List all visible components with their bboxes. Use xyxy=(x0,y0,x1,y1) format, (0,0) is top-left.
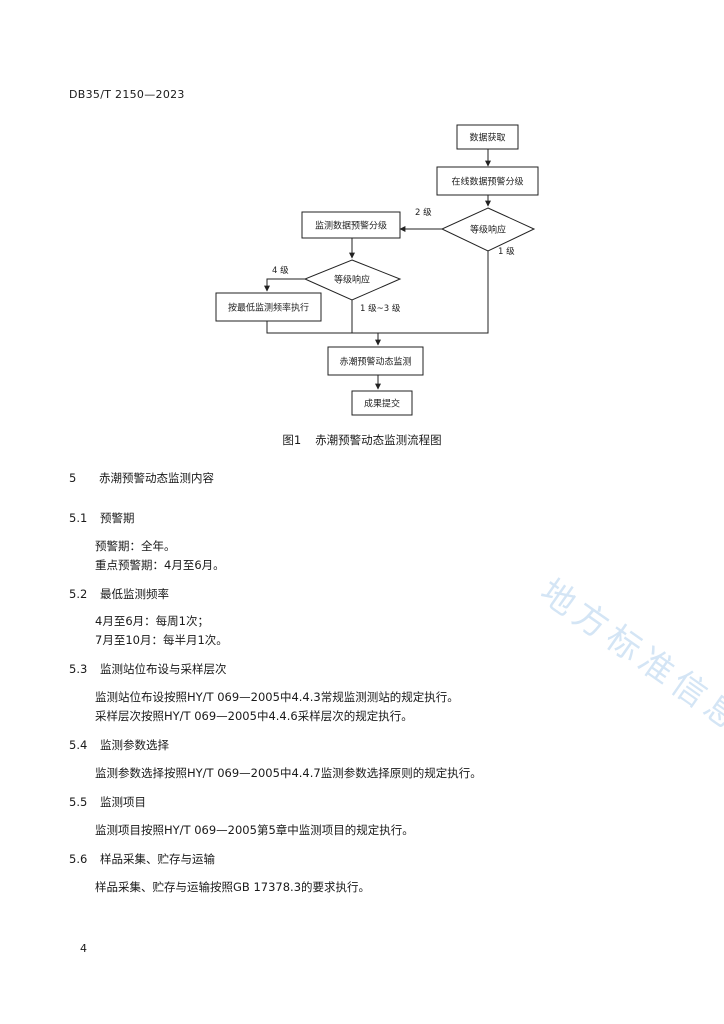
section-number: 5 xyxy=(69,471,77,485)
flow-box-min-frequency-label: 按最低监测频率执行 xyxy=(228,302,309,314)
branch-label-level2: 2 级 xyxy=(415,207,432,218)
body-line: 采样层次按照HY/T 069—2005中4.4.6采样层次的规定执行。 xyxy=(95,709,413,723)
section-title: 赤潮预警动态监测内容 xyxy=(99,471,214,485)
branch-label-level1to3: 1 级~3 级 xyxy=(360,303,401,314)
branch-label-level1: 1 级 xyxy=(498,246,515,257)
flow-box-online-grading: 在线数据预警分级 xyxy=(436,166,539,196)
flow-box-min-frequency: 按最低监测频率执行 xyxy=(215,292,322,322)
section-heading-5-2: 5.2 最低监测频率 xyxy=(69,586,169,602)
body-line: 样品采集、贮存与运输按照GB 17378.3的要求执行。 xyxy=(95,880,371,894)
figure-number: 图1 xyxy=(282,433,302,447)
figure-caption: 图1 赤潮预警动态监测流程图 xyxy=(0,432,724,448)
section-number: 5.6 xyxy=(69,852,88,866)
flow-box-dynamic-monitor-label: 赤潮预警动态监测 xyxy=(339,356,411,368)
watermark: 地方标准信息服务平台 xyxy=(532,571,724,834)
section-number: 5.5 xyxy=(69,795,88,809)
section-title: 样品采集、贮存与运输 xyxy=(100,852,215,866)
flow-decision-1: 等级响应 xyxy=(440,207,536,252)
body-line: 监测项目按照HY/T 069—2005第5章中监测项目的规定执行。 xyxy=(95,823,414,837)
body-line: 监测参数选择按照HY/T 069—2005中4.4.7监测参数选择原则的规定执行… xyxy=(95,766,482,780)
body-line: 监测站位布设按照HY/T 069—2005中4.4.3常规监测测站的规定执行。 xyxy=(95,690,459,704)
section-heading-5: 5 赤潮预警动态监测内容 xyxy=(69,470,214,486)
section-heading-5-3: 5.3 监测站位布设与采样层次 xyxy=(69,661,227,677)
section-number: 5.3 xyxy=(69,662,88,676)
flow-box-dynamic-monitor: 赤潮预警动态监测 xyxy=(327,346,424,376)
body-line: 7月至10月：每半月1次。 xyxy=(95,633,228,647)
flow-box-submit: 成果提交 xyxy=(351,390,413,416)
flow-box-monitor-grading: 监测数据预警分级 xyxy=(301,211,401,239)
body-line: 4月至6月：每周1次； xyxy=(95,614,209,628)
flow-box-acquire-label: 数据获取 xyxy=(469,132,505,144)
section-title: 最低监测频率 xyxy=(100,587,169,601)
flow-decision-1-label: 等级响应 xyxy=(470,224,506,236)
body-line: 重点预警期：4月至6月。 xyxy=(95,558,225,572)
section-number: 5.4 xyxy=(69,738,88,752)
section-number: 5.2 xyxy=(69,587,88,601)
section-heading-5-4: 5.4 监测参数选择 xyxy=(69,737,169,753)
section-heading-5-6: 5.6 样品采集、贮存与运输 xyxy=(69,851,215,867)
document-code: DB35/T 2150—2023 xyxy=(69,88,185,101)
section-number: 5.1 xyxy=(69,511,88,525)
flowchart: 数据获取 在线数据预警分级 监测数据预警分级 按最低监测频率执行 赤潮预警动态监… xyxy=(215,124,539,416)
flow-box-submit-label: 成果提交 xyxy=(364,398,400,410)
flow-decision-2: 等级响应 xyxy=(303,259,402,301)
section-title: 监测站位布设与采样层次 xyxy=(100,662,227,676)
flow-box-acquire: 数据获取 xyxy=(456,124,519,150)
page-number: 4 xyxy=(80,942,87,955)
branch-label-level4: 4 级 xyxy=(272,265,289,276)
flow-decision-2-label: 等级响应 xyxy=(334,274,370,286)
figure-title: 赤潮预警动态监测流程图 xyxy=(315,433,442,447)
flow-box-online-grading-label: 在线数据预警分级 xyxy=(451,176,523,188)
section-title: 监测参数选择 xyxy=(100,738,169,752)
section-heading-5-1: 5.1 预警期 xyxy=(69,510,135,526)
section-title: 预警期 xyxy=(100,511,135,525)
section-heading-5-5: 5.5 监测项目 xyxy=(69,794,146,810)
flow-box-monitor-grading-label: 监测数据预警分级 xyxy=(315,220,387,232)
body-line: 预警期：全年。 xyxy=(95,539,176,553)
section-title: 监测项目 xyxy=(100,795,146,809)
